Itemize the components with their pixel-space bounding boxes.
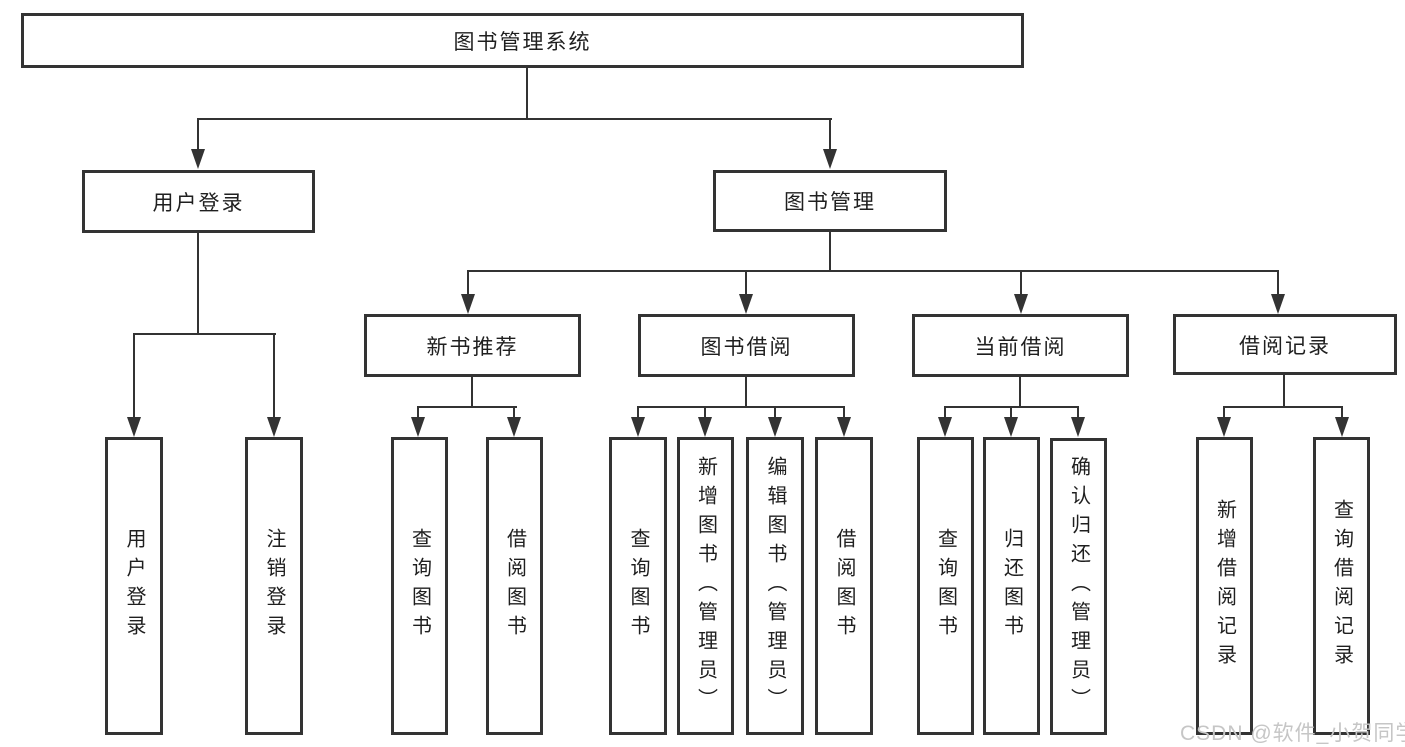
connector-line bbox=[829, 118, 831, 149]
node-borrow-record: 借阅记录 bbox=[1173, 314, 1397, 375]
arrowhead bbox=[823, 149, 837, 169]
node-root-library-system: 图书管理系统 bbox=[21, 13, 1024, 68]
connector-line bbox=[829, 232, 831, 271]
node-current-borrow: 当前借阅 bbox=[912, 314, 1129, 377]
connector-line bbox=[944, 406, 946, 417]
arrowhead bbox=[1217, 417, 1231, 437]
arrowhead bbox=[461, 294, 475, 314]
arrowhead bbox=[127, 417, 141, 437]
node-book-management: 图书管理 bbox=[713, 170, 947, 232]
node-user-login: 用户登录 bbox=[82, 170, 315, 233]
connector-line bbox=[417, 406, 419, 417]
connector-line bbox=[1223, 406, 1225, 417]
arrowhead bbox=[837, 417, 851, 437]
leaf-add-books-admin: 新增图书（管理员） bbox=[677, 437, 734, 735]
leaf-query-borrow-record: 查询借阅记录 bbox=[1313, 437, 1370, 735]
connector-line bbox=[1077, 406, 1079, 417]
arrowhead bbox=[631, 417, 645, 437]
leaf-edit-books-admin: 编辑图书（管理员） bbox=[746, 437, 804, 735]
leaf-add-borrow-record: 新增借阅记录 bbox=[1196, 437, 1253, 735]
connector-line bbox=[467, 270, 469, 294]
connector-line bbox=[1010, 406, 1012, 417]
arrowhead bbox=[191, 149, 205, 169]
arrowhead bbox=[1271, 294, 1285, 314]
connector-line bbox=[704, 406, 706, 417]
arrowhead bbox=[1004, 417, 1018, 437]
arrowhead bbox=[1335, 417, 1349, 437]
arrowhead bbox=[739, 294, 753, 314]
connector-line bbox=[774, 406, 776, 417]
arrowhead bbox=[768, 417, 782, 437]
node-book-borrow: 图书借阅 bbox=[638, 314, 855, 377]
leaf-borrow-books: 借阅图书 bbox=[815, 437, 873, 735]
connector-line bbox=[1277, 270, 1279, 294]
connector-line bbox=[467, 270, 1279, 272]
connector-line bbox=[1019, 377, 1021, 407]
arrowhead bbox=[267, 417, 281, 437]
connector-line bbox=[745, 377, 747, 407]
leaf-query-books-recommend: 查询图书 bbox=[391, 437, 448, 735]
connector-line bbox=[526, 68, 528, 119]
arrowhead bbox=[507, 417, 521, 437]
leaf-return-books: 归还图书 bbox=[983, 437, 1040, 735]
connector-line bbox=[197, 118, 199, 149]
arrowhead bbox=[1014, 294, 1028, 314]
connector-line bbox=[1283, 375, 1285, 407]
leaf-query-books-borrow: 查询图书 bbox=[609, 437, 667, 735]
arrowhead bbox=[1071, 417, 1085, 437]
connector-line bbox=[133, 333, 276, 335]
connector-line bbox=[843, 406, 845, 417]
csdn-watermark: CSDN @软件_小贺同学 bbox=[1180, 722, 1405, 745]
connector-line bbox=[197, 233, 199, 334]
node-new-book-recommend: 新书推荐 bbox=[364, 314, 581, 377]
connector-line bbox=[1020, 270, 1022, 294]
connector-line bbox=[273, 333, 275, 417]
connector-line bbox=[1341, 406, 1343, 417]
connector-line bbox=[637, 406, 845, 408]
arrowhead bbox=[938, 417, 952, 437]
leaf-query-books-current: 查询图书 bbox=[917, 437, 974, 735]
connector-line bbox=[133, 333, 135, 417]
leaf-logout: 注销登录 bbox=[245, 437, 303, 735]
leaf-confirm-return-admin: 确认归还（管理员） bbox=[1050, 438, 1107, 735]
arrowhead bbox=[698, 417, 712, 437]
connector-line bbox=[197, 118, 832, 120]
connector-line bbox=[417, 406, 517, 408]
leaf-borrow-books-recommend: 借阅图书 bbox=[486, 437, 543, 735]
connector-line bbox=[637, 406, 639, 417]
connector-line bbox=[745, 270, 747, 294]
arrowhead bbox=[411, 417, 425, 437]
connector-line bbox=[1223, 406, 1343, 408]
connector-line bbox=[471, 377, 473, 407]
leaf-user-login: 用户登录 bbox=[105, 437, 163, 735]
connector-line bbox=[513, 406, 515, 417]
